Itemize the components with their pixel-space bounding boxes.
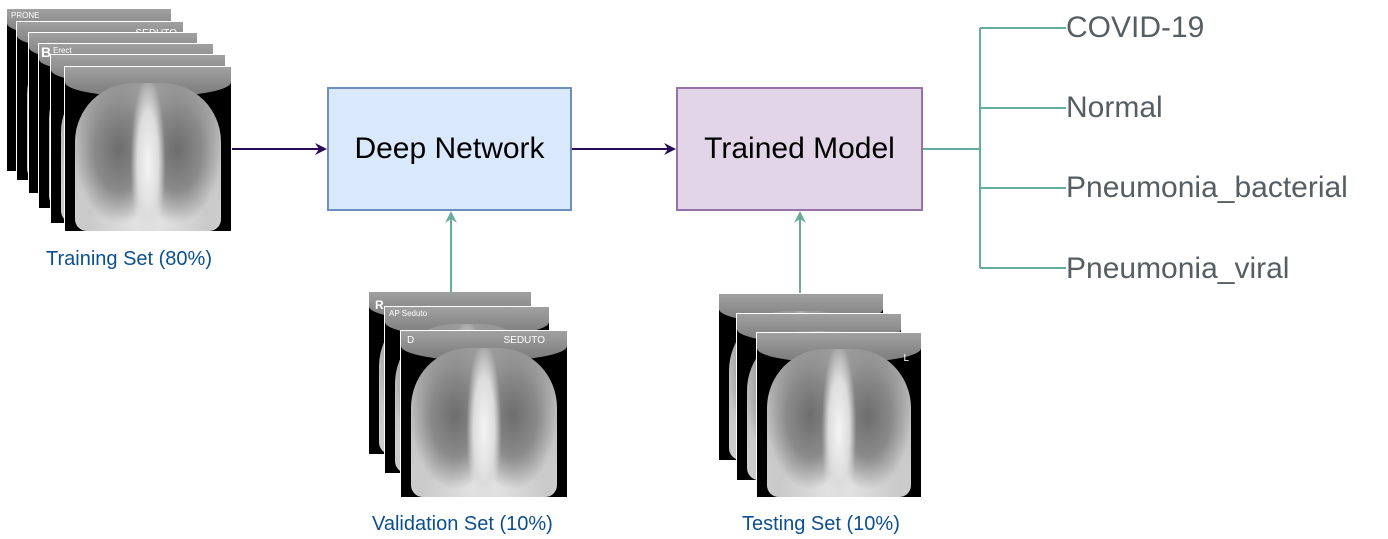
class-covid19: COVID-19: [1066, 11, 1205, 44]
deep-network-box: Deep Network: [327, 87, 572, 211]
validation-label-r: R: [375, 298, 384, 312]
testing-label-l: L: [903, 353, 909, 364]
class-output-tree: [923, 27, 1066, 269]
training-label-b: B: [41, 44, 52, 60]
class-pneumonia-viral: Pneumonia_viral: [1066, 252, 1290, 285]
training-label-erect: Erect: [53, 46, 72, 55]
validation-label-d: D: [407, 335, 415, 346]
testing-set-caption: Testing Set (10%): [742, 513, 900, 535]
testing-xray-front: L: [756, 332, 922, 498]
training-label-prone: PRONE: [11, 11, 40, 20]
validation-label-ap-seduto: AP Seduto: [389, 309, 428, 318]
deep-network-label: Deep Network: [354, 132, 545, 165]
class-pneumonia-bacterial: Pneumonia_bacterial: [1066, 171, 1348, 204]
validation-set-caption: Validation Set (10%): [372, 513, 553, 535]
training-xray-front: [64, 66, 232, 232]
validation-xray-front: D SEDUTO: [400, 330, 568, 498]
validation-label-seduto: SEDUTO: [503, 335, 546, 346]
trained-model-label: Trained Model: [704, 132, 895, 165]
training-set-caption: Training Set (80%): [46, 248, 212, 270]
class-normal: Normal: [1066, 91, 1163, 124]
trained-model-box: Trained Model: [676, 87, 923, 211]
